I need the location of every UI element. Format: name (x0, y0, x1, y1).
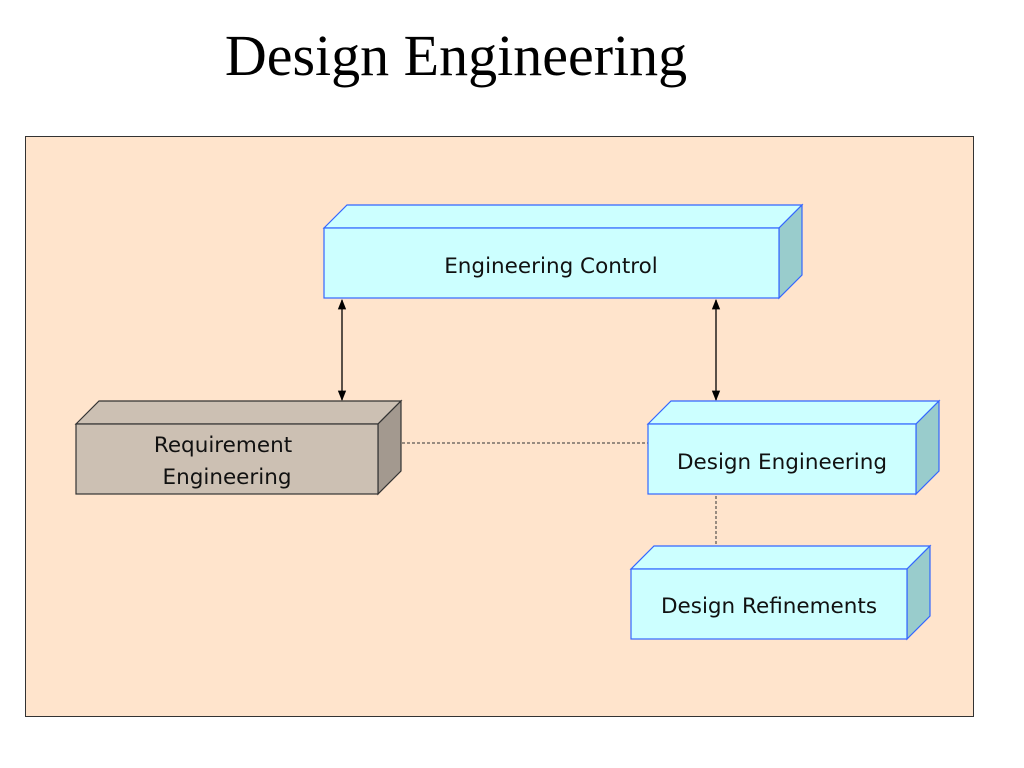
box-front-face (630, 568, 908, 640)
box-label-requirement-line2: Engineering (163, 465, 292, 490)
box-label-engineering-control: Engineering Control (444, 254, 658, 279)
box-label-requirement-line1: Requirement (154, 433, 292, 458)
box-label-design-refinements: Design Refinements (661, 594, 877, 619)
box-design-refinements[interactable]: Design Refinements (629, 544, 932, 641)
box-front-face (75, 423, 379, 495)
box-front-face (323, 227, 780, 299)
box-requirement-engineering[interactable]: Requirement Engineering (74, 399, 403, 496)
box-top-face (646, 400, 941, 425)
slide-title: Design Engineering (224, 23, 688, 88)
box-top-face (322, 204, 804, 229)
box-label-design-engineering: Design Engineering (677, 450, 887, 475)
box-front-face (647, 423, 917, 495)
box-design-engineering[interactable]: Design Engineering (646, 399, 941, 496)
box-top-face (74, 400, 403, 425)
box-top-face (629, 545, 932, 570)
box-engineering-control[interactable]: Engineering Control (322, 203, 804, 300)
